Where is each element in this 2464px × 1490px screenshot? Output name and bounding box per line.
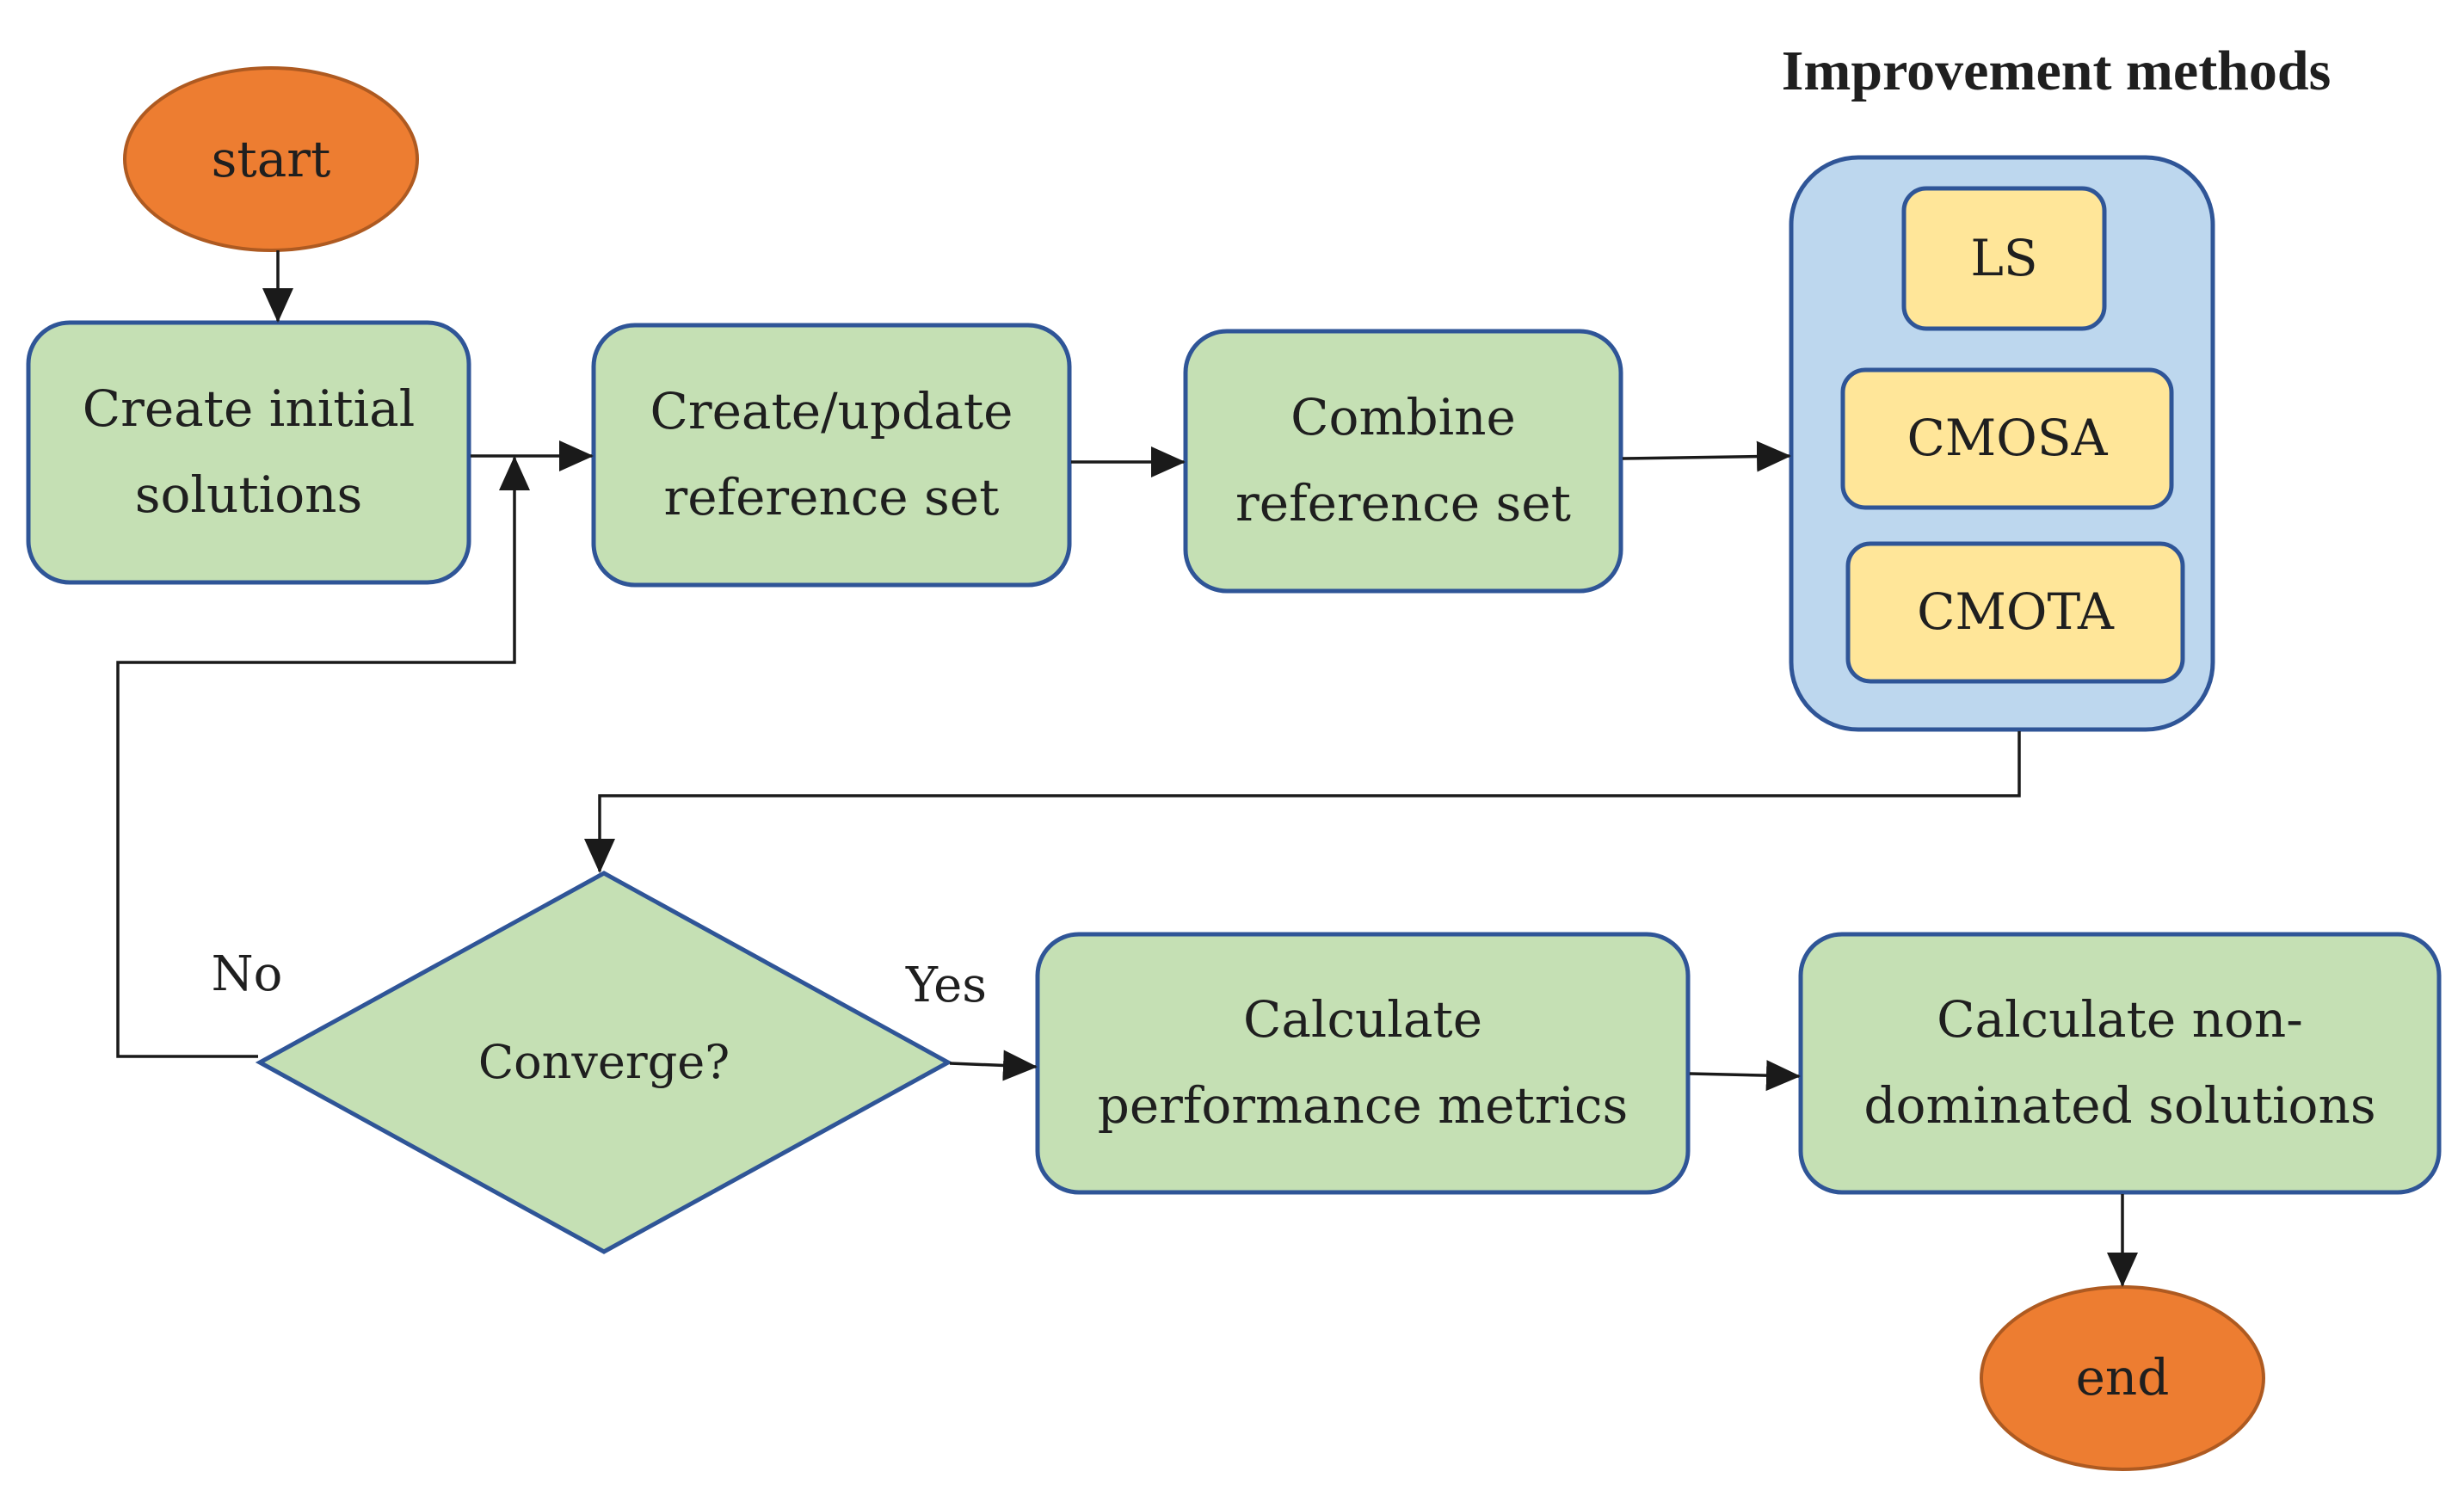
arrow-combine-to-methods [1622,440,1791,472]
converge-label: Converge? [477,1034,730,1089]
no-edge-label: No [211,945,283,1002]
ls-box [1901,186,2107,331]
calc-performance-box [1035,932,1691,1195]
ls-label: LS [1970,228,2038,287]
start-label: start [211,130,331,189]
calc-nondominated-label: Calculate non- dominated solutions [1863,990,2376,1135]
start-terminal [123,66,419,252]
improvement-methods-title: Improvement methods [1781,40,2332,103]
cmosa-label: CMOSA [1907,409,2108,468]
calc-nondominated-box [1798,932,2442,1195]
combine-label: Combine reference set [1235,388,1571,533]
yes-edge-label: Yes [906,957,987,1013]
arrow-yes-to-calc-performance [949,1050,1038,1081]
end-terminal [1980,1285,2265,1471]
create-update-box [591,323,1072,588]
end-label: end [2075,1348,2170,1407]
arrow-methods-to-converge [584,731,2021,873]
cmota-label: CMOTA [1917,582,2114,642]
create-initial-label: Create initial solutions [82,379,416,524]
create-initial-box [26,320,471,585]
calc-performance-label: Calculate performance metrics [1097,990,1629,1135]
create-update-label: Create/update reference set [650,382,1013,526]
arrow-calc-performance-to-nondominated [1689,1060,1801,1092]
combine-box [1183,329,1623,594]
converge-diamond [255,871,953,1254]
arrow-no-loop-back [116,456,530,1058]
cmota-box [1845,541,2185,684]
cmosa-box [1840,367,2174,510]
